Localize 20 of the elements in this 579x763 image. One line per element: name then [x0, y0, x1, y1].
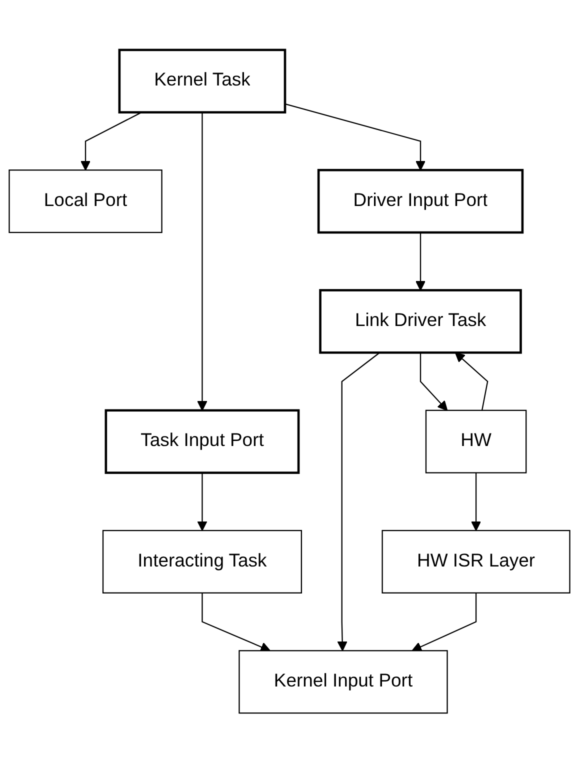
node-box: Interacting Task: [102, 530, 302, 594]
node-box: Driver Input Port: [317, 168, 524, 234]
node-box: Task Input Port: [104, 409, 300, 474]
arrow: [202, 592, 270, 652]
node-box: Local Port: [8, 170, 162, 234]
arrow: [454, 352, 488, 410]
arrow: [415, 232, 426, 291]
arrow: [412, 592, 477, 652]
node-box: Kernel Input Port: [238, 650, 448, 714]
arrow: [420, 352, 448, 411]
arrow: [197, 472, 208, 531]
arrow: [197, 112, 208, 411]
arrow: [470, 472, 482, 531]
node-box: Kernel Task: [118, 48, 286, 114]
node-box: Link Driver Task: [319, 289, 522, 354]
arrow: [337, 352, 380, 652]
node-box: HW: [425, 410, 527, 474]
arrow: [284, 103, 426, 171]
node-box: HW ISR Layer: [382, 530, 570, 594]
arrow: [80, 112, 142, 171]
